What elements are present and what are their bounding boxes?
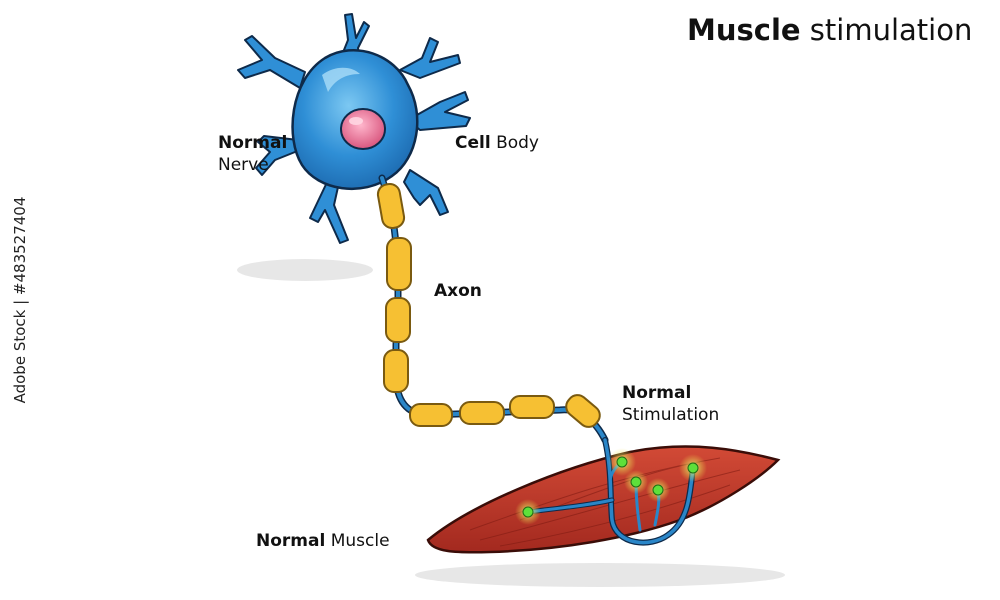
- synapse-dot: [652, 484, 664, 496]
- myelin-segment: [386, 237, 412, 291]
- label-cell-body: Cell Body: [455, 132, 539, 154]
- label-stim-bold: Normal: [622, 383, 692, 403]
- title-bold: Muscle: [687, 13, 801, 47]
- label-nerve-rest: Nerve: [218, 155, 269, 175]
- myelin-segment: [565, 394, 601, 428]
- label-muscle-bold: Normal: [256, 531, 326, 551]
- label-nerve-bold: Normal: [218, 133, 288, 153]
- myelin-sheaths: [376, 183, 601, 428]
- synapse-dot: [630, 476, 642, 488]
- myelin-segment: [459, 401, 505, 425]
- myelin-segment: [385, 297, 411, 343]
- myelin-segment: [509, 395, 555, 419]
- label-axon-bold: Axon: [434, 281, 482, 301]
- label-normal-muscle: Normal Muscle: [256, 530, 390, 552]
- label-cell-bold: Cell: [455, 133, 491, 153]
- diagram-title: Muscle stimulation: [687, 12, 972, 48]
- cell-highlight: [322, 67, 360, 92]
- title-rest: stimulation: [800, 13, 973, 47]
- neuron-shadow: [237, 259, 373, 281]
- nucleus: [340, 108, 386, 150]
- muscle-shadow: [415, 563, 785, 587]
- nerve-endings: [515, 437, 707, 546]
- label-muscle-rest: Muscle: [325, 531, 390, 551]
- myelin-segment: [383, 349, 409, 393]
- label-normal-stimulation: Normal Stimulation: [622, 382, 719, 426]
- label-normal-nerve: Normal Nerve: [218, 132, 287, 176]
- label-stim-rest: Stimulation: [622, 405, 720, 425]
- myelin-segment: [409, 403, 453, 427]
- dendrites: [237, 13, 471, 244]
- label-axon: Axon: [434, 280, 482, 302]
- label-cell-rest: Body: [490, 133, 539, 153]
- watermark-text: Adobe Stock | #483527404: [11, 196, 29, 404]
- nucleus-highlight: [349, 117, 363, 125]
- synapse-dot: [687, 462, 699, 474]
- synapse-dot: [616, 456, 628, 468]
- myelin-segment: [376, 183, 406, 229]
- synapse-dot: [522, 506, 534, 518]
